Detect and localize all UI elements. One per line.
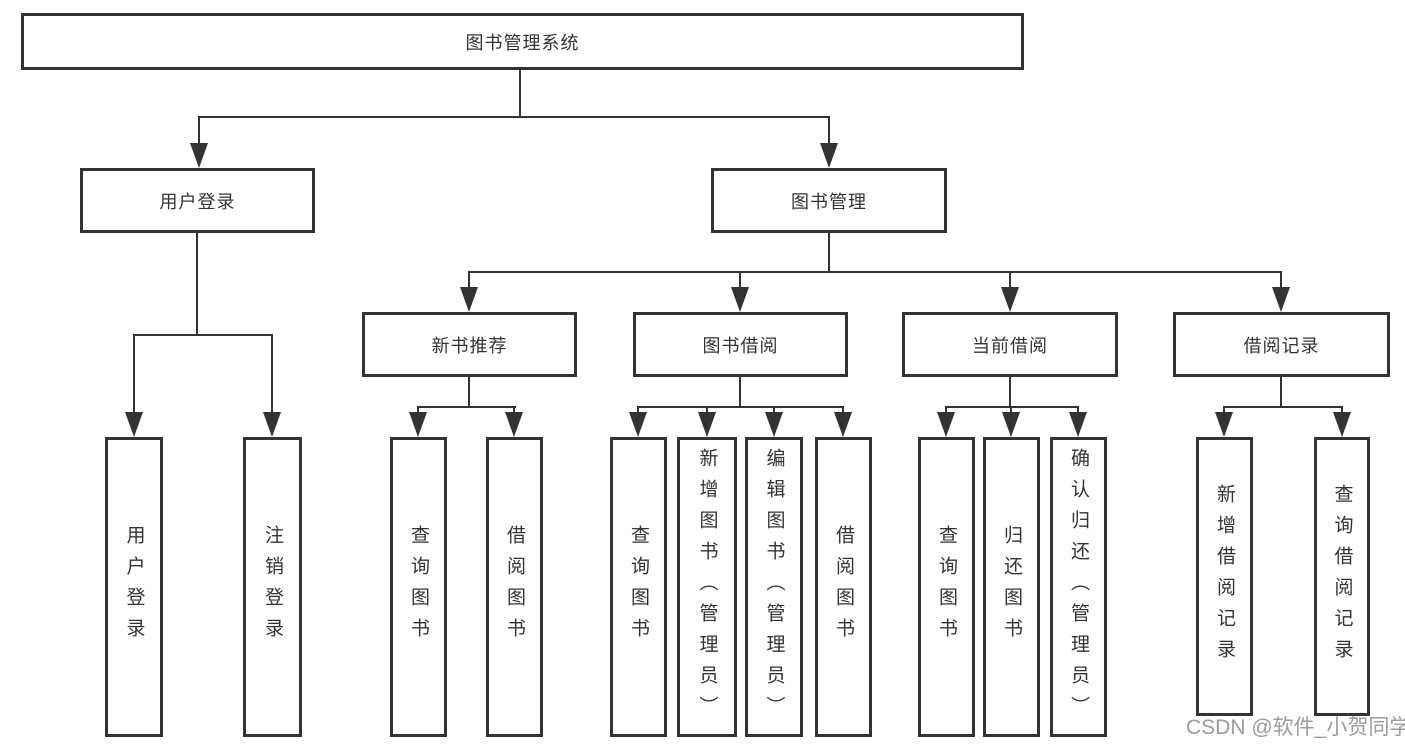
csdn-watermark: CSDN @软件_小贺同学 [1186, 716, 1405, 739]
connector-level1-rail [198, 116, 830, 118]
arrow-down-icon [505, 412, 523, 437]
connector-leaf-drop [773, 406, 775, 416]
node-user-login-leaf: 用户登录 [105, 437, 163, 737]
arrow-down-icon [698, 412, 716, 437]
connector-leaf-drop [417, 406, 419, 416]
connector-book-management-stem [828, 233, 830, 273]
connector-new-book-stem [468, 377, 470, 408]
arrow-down-icon [125, 412, 143, 437]
arrow-down-icon [263, 412, 281, 437]
arrow-down-icon [765, 412, 783, 437]
connector-to-user-login [198, 116, 200, 146]
node-query-borrow-record: 查询借阅记录 [1314, 437, 1370, 716]
connector-root-stem [519, 70, 521, 117]
node-current-borrow: 当前借阅 [902, 312, 1118, 377]
node-logout: 注销登录 [243, 437, 302, 737]
connector-leaf-drop [1341, 406, 1343, 416]
node-query-books-1: 查询图书 [390, 437, 447, 737]
connector-borrow-records-stem [1280, 377, 1282, 408]
connector-new-book-rail [417, 406, 516, 408]
node-borrow-books-2: 借阅图书 [815, 437, 872, 737]
node-query-books-2: 查询图书 [610, 437, 667, 737]
arrow-down-icon [1001, 287, 1019, 312]
node-book-borrow: 图书借阅 [633, 312, 848, 377]
node-confirm-return-admin: 确认归还（管理员） [1050, 437, 1107, 737]
connector-to-new-book-recommend [468, 271, 470, 291]
arrow-down-icon [629, 412, 647, 437]
arrow-down-icon [820, 143, 838, 168]
connector-leaf-drop [842, 406, 844, 416]
connector-to-book-borrow [739, 271, 741, 291]
connector-leaf-drop [1010, 406, 1012, 416]
node-edit-book-admin: 编辑图书（管理员） [745, 437, 803, 737]
connector-to-current-borrow [1009, 271, 1011, 291]
node-borrow-books-1: 借阅图书 [486, 437, 543, 737]
connector-leaf-drop [1223, 406, 1225, 416]
connector-to-book-management [828, 116, 830, 146]
node-return-book: 归还图书 [983, 437, 1040, 737]
connector-leaf-drop [637, 406, 639, 416]
node-library-management-system: 图书管理系统 [21, 13, 1024, 70]
arrow-down-icon [460, 287, 478, 312]
connector-current-borrow-stem [1009, 377, 1011, 408]
arrow-down-icon [1069, 412, 1087, 437]
connector-user-login-rail [133, 334, 273, 336]
arrow-down-icon [1333, 412, 1351, 437]
node-query-books-3: 查询图书 [918, 437, 975, 737]
arrow-down-icon [1215, 412, 1233, 437]
connector-to-borrow-records [1280, 271, 1282, 291]
node-add-borrow-record: 新增借阅记录 [1196, 437, 1253, 716]
arrow-down-icon [937, 412, 955, 437]
arrow-down-icon [1002, 412, 1020, 437]
node-borrow-records: 借阅记录 [1173, 312, 1390, 377]
connector-to-logout [271, 334, 273, 416]
node-book-management: 图书管理 [711, 168, 947, 233]
arrow-down-icon [834, 412, 852, 437]
arrow-down-icon [190, 143, 208, 168]
connector-level2-rail [468, 271, 1282, 273]
arrow-down-icon [731, 287, 749, 312]
connector-to-user-login-leaf [133, 334, 135, 416]
connector-leaf-drop [945, 406, 947, 416]
connector-user-login-stem [196, 233, 198, 336]
connector-book-borrow-rail [637, 406, 844, 408]
arrow-down-icon [1272, 287, 1290, 312]
connector-leaf-drop [1077, 406, 1079, 416]
node-user-login: 用户登录 [80, 168, 315, 233]
connector-leaf-drop [513, 406, 515, 416]
node-new-book-recommend: 新书推荐 [362, 312, 577, 377]
connector-borrow-records-rail [1223, 406, 1343, 408]
arrow-down-icon [409, 412, 427, 437]
connector-leaf-drop [706, 406, 708, 416]
connector-current-borrow-rail [945, 406, 1079, 408]
connector-book-borrow-stem [739, 377, 741, 408]
node-add-book-admin: 新增图书（管理员） [677, 437, 737, 737]
